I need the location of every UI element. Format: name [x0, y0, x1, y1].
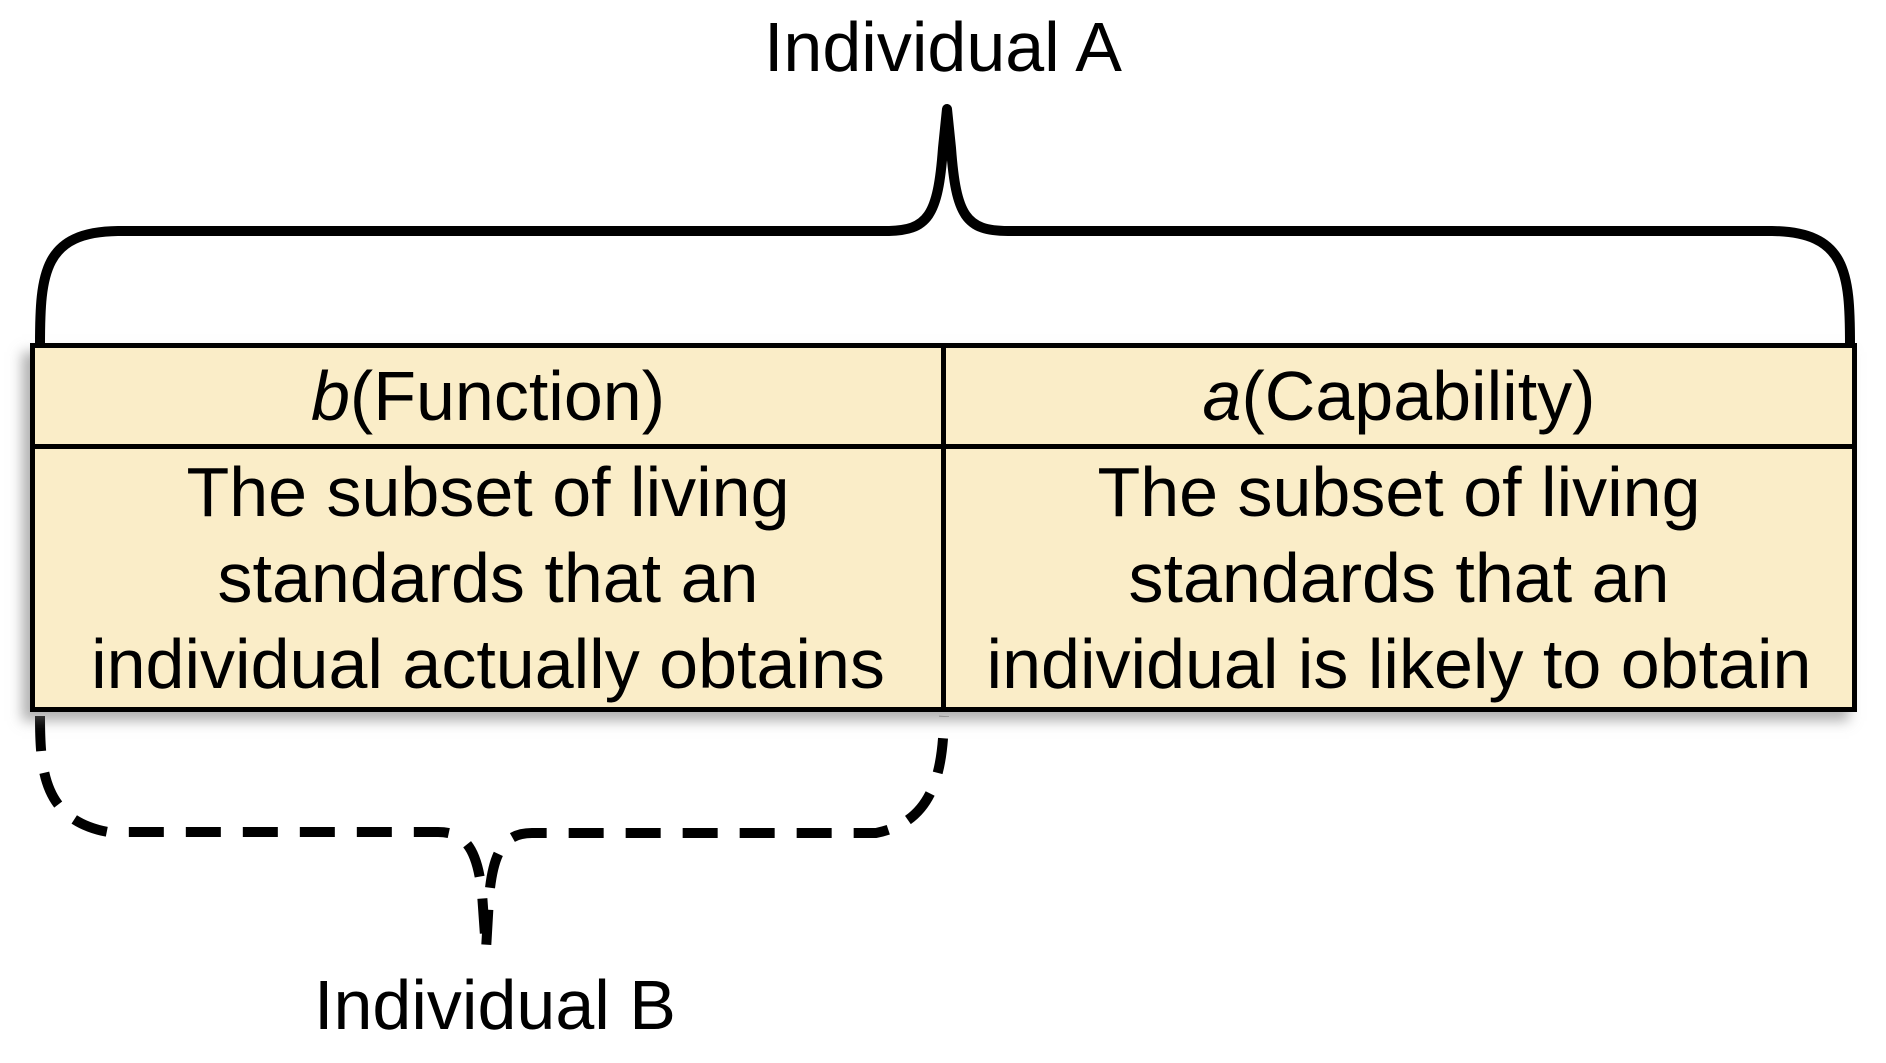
capability-header-text: (Capability)	[1241, 357, 1596, 435]
capability-symbol: a	[1202, 357, 1242, 435]
function-symbol: b	[310, 357, 350, 435]
capability-description: The subset of living standards that an i…	[986, 453, 1812, 703]
function-header: b(Function)	[35, 348, 941, 449]
individual-b-label: Individual B	[314, 966, 676, 1044]
capability-header: a(Capability)	[946, 348, 1852, 449]
brace-individual-a	[35, 104, 1855, 350]
individual-a-label: Individual A	[763, 8, 1123, 86]
capability-column: a(Capability) The subset of living stand…	[941, 348, 1852, 707]
brace-individual-b	[35, 715, 949, 955]
function-description-cell: The subset of living standards that an i…	[35, 449, 941, 707]
capability-description-cell: The subset of living standards that an i…	[946, 449, 1852, 707]
function-capability-table: b(Function) The subset of living standar…	[30, 343, 1857, 712]
function-description: The subset of living standards that an i…	[91, 453, 885, 703]
function-header-text: (Function)	[349, 357, 666, 435]
function-column: b(Function) The subset of living standar…	[35, 348, 941, 707]
